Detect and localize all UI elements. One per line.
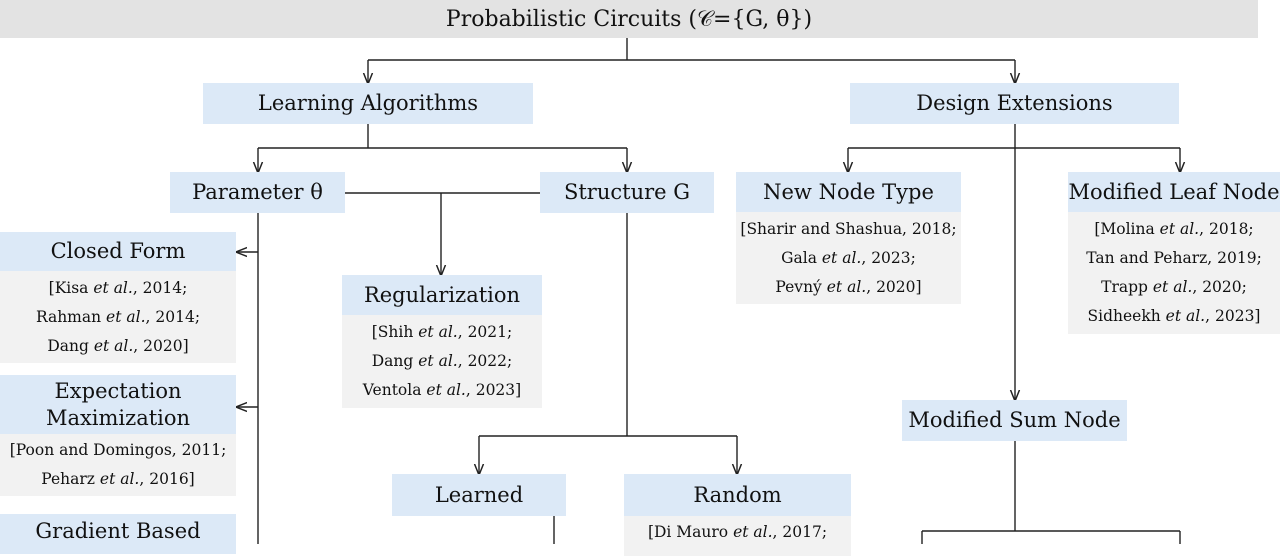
random-references: [Di Mauro et al., 2017;	[624, 516, 851, 556]
reference-line: Dang et al., 2022;	[371, 352, 513, 370]
learning-algorithms-node: Learning Algorithms	[203, 83, 533, 124]
closed-form-label: Closed Form	[50, 239, 186, 263]
regularization-label: Regularization	[363, 282, 521, 307]
expectation-maximization-node: Expectation Maximization	[0, 375, 236, 434]
learned-node: Learned	[392, 474, 566, 516]
root-node: Probabilistic Circuits (𝒞={G, θ})	[0, 0, 1258, 38]
parameter-label: Parameter θ	[192, 180, 323, 204]
reference-line: [Di Mauro et al., 2017;	[647, 523, 828, 541]
reference-line: Rahman et al., 2014;	[35, 307, 201, 326]
modified-leaf-node-label: Modified Leaf Node	[1068, 179, 1280, 204]
reference-line: Peharz et al., 2016]	[41, 470, 195, 488]
reference-line: [Poon and Domingos, 2011;	[9, 441, 227, 459]
design-extensions-label: Design Extensions	[916, 91, 1113, 115]
reference-line: Tan and Peharz, 2019;	[1086, 249, 1262, 267]
reference-line: Trapp et al., 2020;	[1101, 278, 1247, 296]
learned-label: Learned	[434, 482, 524, 507]
structure-node: Structure G	[540, 172, 714, 213]
root-label: Probabilistic Circuits (𝒞={G, θ})	[445, 6, 813, 32]
modified-leaf-node-references: [Molina et al., 2018; Tan and Peharz, 201…	[1068, 212, 1280, 334]
gradient-based-label: Gradient Based	[35, 519, 201, 543]
reference-line: [Shih et al., 2021;	[371, 323, 513, 341]
em-label-line2: Maximization	[45, 405, 191, 430]
reference-line: [Sharir and Shashua, 2018;	[740, 219, 957, 238]
modified-sum-node-node: Modified Sum Node	[902, 400, 1127, 441]
reference-line: Dang et al., 2020]	[47, 336, 189, 355]
reference-line: Sidheekh et al., 2023]	[1087, 307, 1261, 325]
parameter-node: Parameter θ	[170, 172, 345, 213]
regularization-references: [Shih et al., 2021; Dang et al., 2022; Ven…	[342, 315, 542, 408]
new-node-type-node: New Node Type	[736, 172, 961, 212]
new-node-type-references: [Sharir and Shashua, 2018; Gala et al., 2…	[736, 212, 961, 304]
random-label: Random	[693, 482, 782, 507]
connector-lines	[0, 38, 1280, 544]
new-node-type-label: New Node Type	[763, 179, 934, 204]
learning-algorithms-label: Learning Algorithms	[257, 91, 479, 115]
structure-label: Structure G	[563, 180, 691, 204]
reference-line: Gala et al., 2023;	[781, 248, 916, 267]
reference-line: [Molina et al., 2018;	[1094, 220, 1254, 238]
random-node: Random	[624, 474, 851, 516]
closed-form-references: [Kisa et al., 2014; Rahman et al., 2014; D…	[0, 271, 236, 363]
design-extensions-node: Design Extensions	[850, 83, 1179, 124]
gradient-based-node: Gradient Based	[0, 514, 236, 554]
closed-form-node: Closed Form	[0, 232, 236, 271]
regularization-node: Regularization	[342, 275, 542, 315]
reference-line: Pevný et al., 2020]	[775, 277, 922, 296]
em-label-line1: Expectation	[54, 378, 182, 403]
reference-line: Ventola et al., 2023]	[362, 381, 522, 399]
modified-leaf-node-node: Modified Leaf Node	[1068, 172, 1280, 212]
reference-line: [Kisa et al., 2014;	[48, 278, 188, 297]
em-references: [Poon and Domingos, 2011; Peharz et al., …	[0, 434, 236, 496]
modified-sum-node-label: Modified Sum Node	[908, 408, 1121, 432]
